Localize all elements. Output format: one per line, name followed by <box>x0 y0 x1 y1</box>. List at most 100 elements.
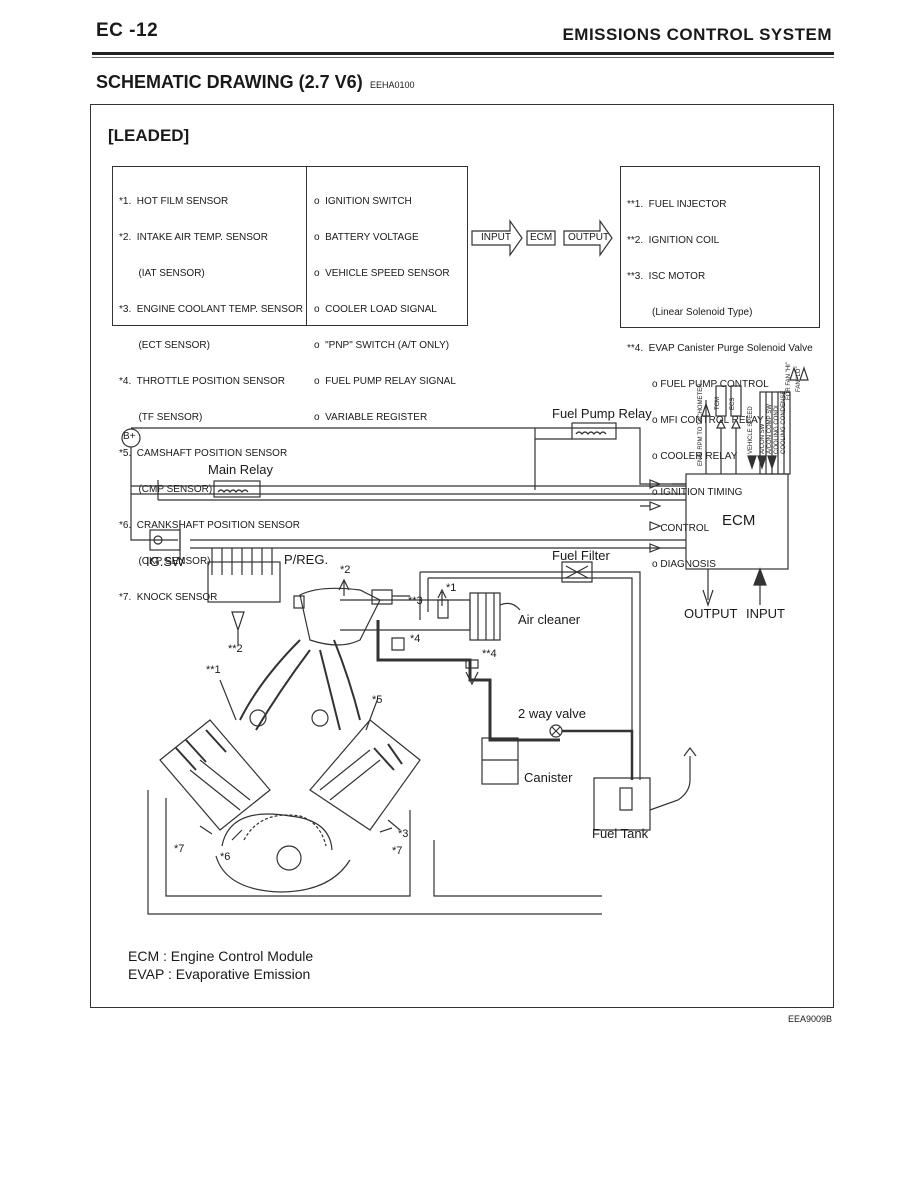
output-item: **1. FUEL INJECTOR <box>627 199 727 210</box>
input-list-box: *1. HOT FILM SENSOR *2. INTAKE AIR TEMP.… <box>112 166 468 603</box>
canister <box>481 737 519 785</box>
ecm-input-arrowhead <box>753 567 767 586</box>
signal-strip <box>759 391 791 475</box>
callout-label: **4 <box>482 648 497 660</box>
sensor-item: (TF SENSOR) <box>119 412 203 423</box>
left-bank <box>159 719 271 831</box>
crank-gear <box>243 814 327 847</box>
coil-wires <box>211 548 273 575</box>
fuel-filter-label: Fuel Filter <box>552 548 610 563</box>
surge-tank <box>299 587 381 646</box>
callout-label: *1 <box>446 582 457 594</box>
tcm-label: TCM <box>715 397 721 410</box>
sensor-item: *5. CAMSHAFT POSITION SENSOR <box>119 448 288 459</box>
fan-label: FAN "LO" <box>796 366 802 392</box>
callout-label: *7 <box>174 843 185 855</box>
right-runner <box>319 639 361 731</box>
callout-label: *5 <box>372 694 383 706</box>
fan-arrows <box>789 366 809 381</box>
ecm-flow-box <box>526 230 556 246</box>
engine-base <box>433 840 602 897</box>
legend-item: ECM : Engine Control Module <box>128 948 314 964</box>
output-arrow-shape <box>563 219 613 257</box>
ecs-box <box>730 385 742 417</box>
ecm-arrow <box>649 479 686 489</box>
coil-pack <box>207 561 281 603</box>
spark-plug-right <box>373 743 403 771</box>
callout-label: **2 <box>228 643 243 655</box>
engine-outline-inner <box>165 798 411 897</box>
sensor-item: *1. HOT FILM SENSOR <box>119 196 229 207</box>
air-cleaner-lip <box>499 602 521 611</box>
callout-label: *7 <box>392 845 403 857</box>
crankcase <box>221 813 333 851</box>
diagram-frame <box>90 104 834 1008</box>
flow-ecm-label: ECM <box>530 232 553 243</box>
header-rule <box>92 52 834 55</box>
crankshaft <box>276 845 302 871</box>
ecm-label: ECM <box>722 512 756 529</box>
signal-label: VEHICLE SPEED <box>748 406 754 454</box>
output-item: **2. IGNITION COIL <box>627 235 720 246</box>
callout-label: *2 <box>340 564 351 576</box>
ecm-arrow <box>649 521 662 531</box>
input-arrow-shape <box>471 219 523 257</box>
output-item: **3. ISC MOTOR <box>627 271 706 282</box>
signal-item: o VEHICLE SPEED SENSOR <box>314 268 450 279</box>
flow-output-label: OUTPUT <box>568 232 610 243</box>
section-title: EMISSIONS CONTROL SYSTEM <box>562 25 832 44</box>
output-list-box: **1. FUEL INJECTOR **2. IGNITION COIL **… <box>620 166 820 570</box>
fuel-pump-relay-coil <box>575 431 607 435</box>
right-bank <box>309 719 421 831</box>
p-reg-label: P/REG. <box>284 552 329 567</box>
callout-label: *4 <box>410 633 421 645</box>
signal-label: A/CON SW <box>760 423 766 454</box>
isc-motor <box>371 589 410 605</box>
filler-neck <box>649 756 691 811</box>
sensor-item: (CKP SENSOR) <box>119 556 211 567</box>
air-cleaner <box>469 592 501 641</box>
callout-arrow <box>437 588 447 606</box>
left-runner <box>239 639 311 731</box>
sensor-item: *7. KNOCK SENSOR <box>119 592 218 603</box>
fuel-pump-relay-label: Fuel Pump Relay <box>552 406 652 421</box>
purge-valve-arrow <box>465 671 479 686</box>
tcm-arrow <box>716 418 726 474</box>
coil-arrow <box>231 611 245 645</box>
callout-arrow <box>231 829 243 841</box>
ecm-input-label: INPUT <box>746 606 785 621</box>
sensor-item: *3. ENGINE COOLANT TEMP. SENSOR <box>119 304 303 315</box>
sensor-item: (ECT SENSOR) <box>119 340 210 351</box>
page-number: EC -12 <box>96 20 159 41</box>
air-cleaner-label: Air cleaner <box>518 612 581 627</box>
output-item: (Linear Solenoid Type) <box>627 307 753 318</box>
callout-arrow <box>338 578 350 596</box>
left-pistons <box>189 759 251 811</box>
engine-outline <box>147 790 602 915</box>
signal-item: o COOLER LOAD SIGNAL <box>314 304 437 315</box>
purge-valve <box>465 659 479 669</box>
signal-label: ENG. RPM TO TACHOMETER <box>698 383 704 466</box>
right-pistons <box>319 749 381 801</box>
sensor-list: *1. HOT FILM SENSOR *2. INTAKE AIR TEMP.… <box>119 172 303 628</box>
sensor-item: *2. INTAKE AIR TEMP. SENSOR <box>119 232 268 243</box>
power-line-top <box>131 427 686 485</box>
two-way-line <box>562 729 634 780</box>
title-code: EEHA0100 <box>370 80 415 90</box>
variant-label: [LEADED] <box>108 126 190 145</box>
spark-plug-left <box>175 729 227 771</box>
output-item: CONTROL <box>627 523 710 534</box>
callout-arrow <box>365 697 379 731</box>
signal-item: o "PNP" SWITCH (A/T ONLY) <box>314 340 450 351</box>
fuel-line-engine <box>419 572 429 620</box>
output-item: o MFI CONTROL RELAY <box>627 415 764 426</box>
ecm-arrow <box>649 543 662 553</box>
fuel-line <box>420 571 641 780</box>
tcm-box <box>715 385 727 417</box>
output-item: **4. EVAP Canister Purge Solenoid Valve <box>627 343 813 354</box>
callout-label: **1 <box>206 664 221 676</box>
sensor-item: (CMP SENSOR) <box>119 484 213 495</box>
fuel-pump-relay-box <box>571 422 617 440</box>
page-title: SCHEMATIC DRAWING (2.7 V6) <box>96 72 363 92</box>
